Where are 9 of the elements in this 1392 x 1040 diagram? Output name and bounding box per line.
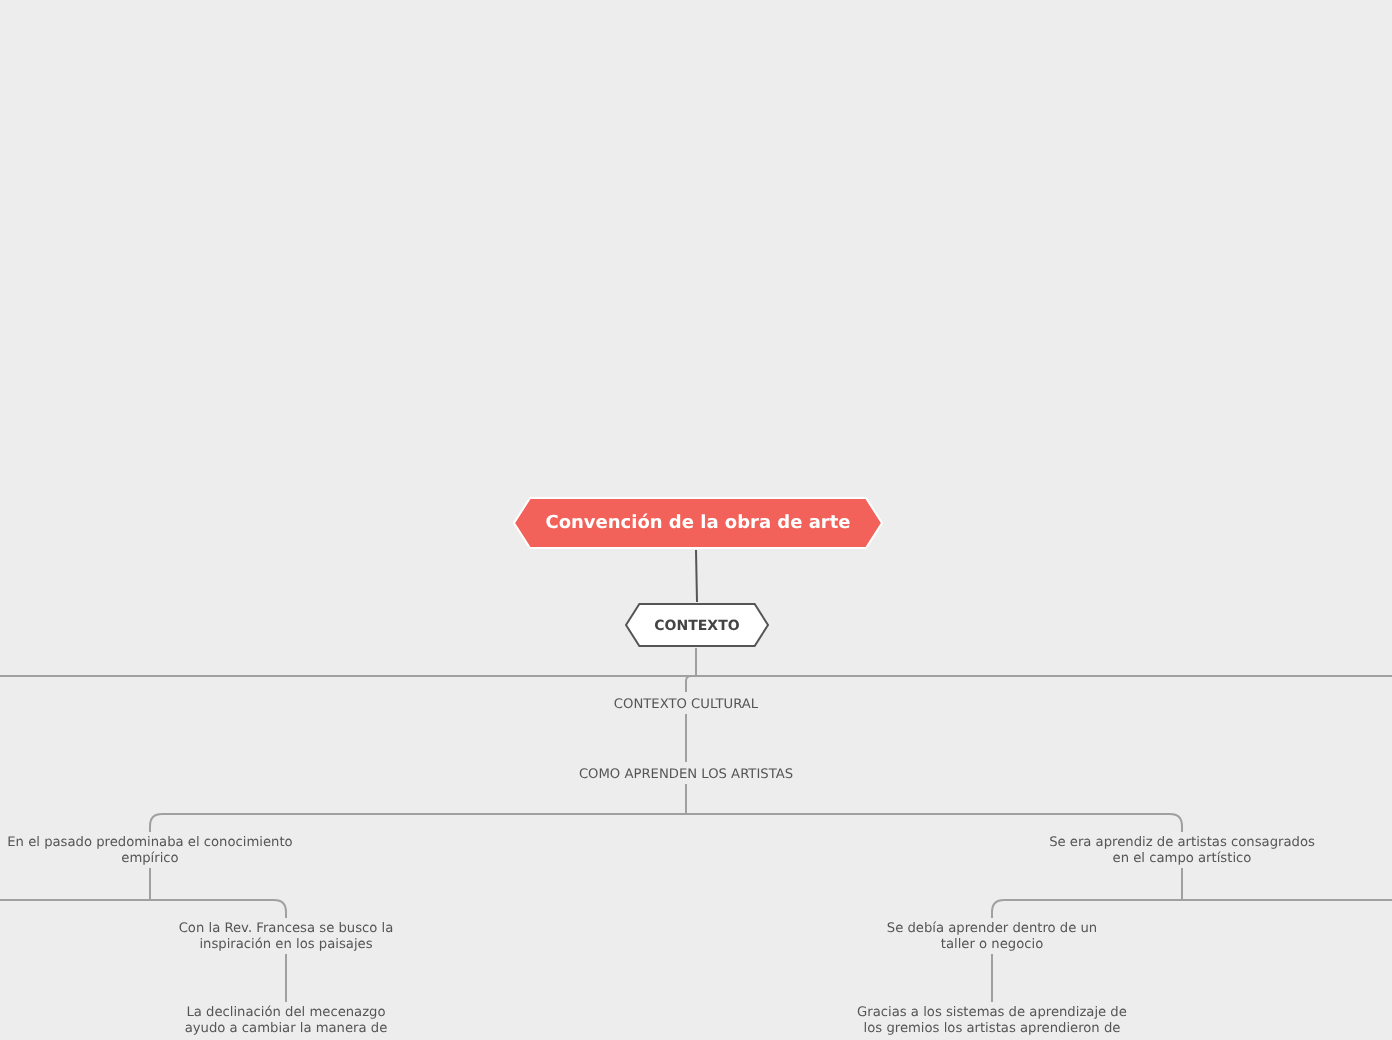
connector-line [695, 549, 698, 603]
central-topic-hexagon [512, 496, 884, 550]
topic-title: Convención de la obra de arte [543, 515, 853, 531]
topic-hexagon [624, 602, 770, 648]
connector-line [285, 953, 287, 1003]
connector-line [685, 713, 687, 763]
connector-line [685, 783, 1183, 833]
connector-line [991, 953, 993, 1003]
connector-line [149, 867, 287, 919]
